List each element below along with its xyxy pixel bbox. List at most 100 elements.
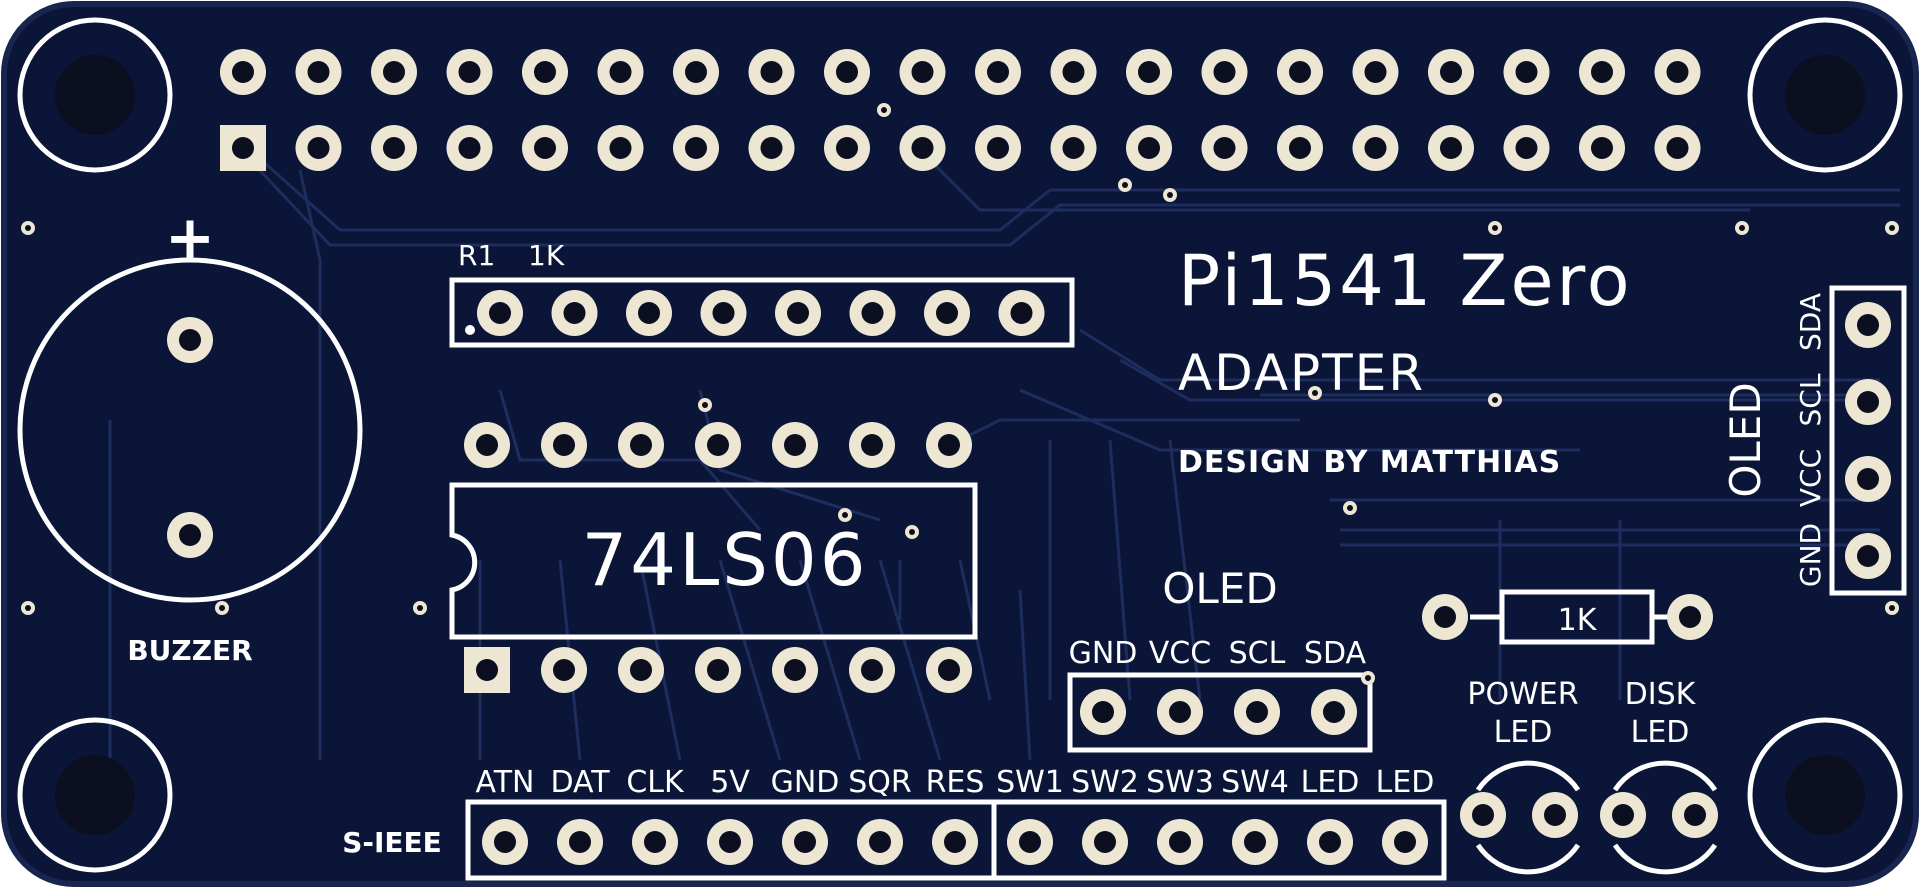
resistor-array-pad <box>775 290 821 336</box>
bus-pin-label: ATN <box>476 765 535 800</box>
via <box>698 398 712 412</box>
bus-pin-label: CLK <box>626 765 685 800</box>
bus-connector-pad <box>557 819 603 865</box>
switch-pin-label: SW4 <box>1221 765 1289 800</box>
via <box>1343 501 1357 515</box>
resistor-single-pads <box>1422 594 1713 640</box>
led-pad <box>1532 792 1578 838</box>
oled-bottom-footprint: OLED GND VCC SCL SDA <box>1067 564 1373 753</box>
switch-connector-pad <box>1307 819 1353 865</box>
switch-pin-label: SW3 <box>1146 765 1214 800</box>
oled-bottom-pad <box>1080 689 1126 735</box>
led-pads <box>1460 792 1718 838</box>
oled-right-pin-gnd: GND <box>1794 523 1827 587</box>
board-credit: DESIGN BY MATTHIAS <box>1178 445 1561 480</box>
gpio-pad <box>295 125 342 171</box>
buzzer-label: BUZZER <box>127 634 252 667</box>
switch-connector-pad <box>1157 819 1203 865</box>
disk-led-footprint: DISK LED <box>1612 677 1718 875</box>
gpio-pad <box>1126 125 1172 171</box>
ic-pad <box>695 422 741 468</box>
mounting-hole <box>1747 17 1903 173</box>
led-pad <box>1600 792 1646 838</box>
gpio-pad <box>597 125 644 171</box>
resistor-array-value: 1K <box>528 239 565 272</box>
resistor-array-pads <box>477 290 1045 336</box>
gpio-pad <box>1126 49 1172 95</box>
disk-led-label-line2: LED <box>1631 715 1690 750</box>
oled-bottom-title: OLED <box>1162 564 1277 613</box>
oled-right-pad <box>1845 379 1891 425</box>
oled-right-outline <box>1829 285 1907 596</box>
gpio-pad <box>673 125 719 171</box>
gpio-pad <box>1277 125 1323 171</box>
mounting-hole <box>17 17 173 173</box>
gpio-pad <box>1201 49 1248 95</box>
gpio-pad <box>1428 125 1474 171</box>
oled-bottom-pad <box>1311 689 1357 735</box>
oled-right-pads <box>1845 302 1891 579</box>
gpio-pad <box>1050 125 1097 171</box>
led-pad <box>1460 792 1506 838</box>
gpio-pad <box>975 49 1021 95</box>
oled-right-footprint: OLED GND VCC SCL SDA <box>1721 285 1907 596</box>
switch-connector-pad <box>1232 819 1278 865</box>
ic-pad <box>695 647 741 693</box>
switch-connector-pad <box>1007 819 1053 865</box>
bottom-connector-pads <box>482 819 1428 865</box>
bus-connector-pad <box>707 819 753 865</box>
resistor-array-pin1-marker <box>465 325 475 335</box>
via <box>215 601 229 615</box>
switch-pin-label: SW1 <box>996 765 1064 800</box>
resistor-single-pad <box>1667 594 1713 640</box>
gpio-pad-1 <box>220 125 266 171</box>
via <box>21 221 35 235</box>
resistor-array-pad <box>924 290 970 336</box>
oled-right-pad <box>1845 456 1891 502</box>
gpio-pad <box>975 125 1021 171</box>
oled-bottom-pin-sda: SDA <box>1304 636 1367 671</box>
bus-pin-label: 5V <box>710 765 750 800</box>
via <box>413 601 427 615</box>
switch-pin-label: LED <box>1301 765 1360 800</box>
gpio-pad <box>1503 49 1550 95</box>
ic-footprint: 74LS06 <box>449 482 978 640</box>
ic-pad <box>541 422 587 468</box>
ic-pad <box>772 422 818 468</box>
resistor-array-footprint: R1 1K <box>449 239 1075 348</box>
via <box>1118 178 1132 192</box>
switch-connector-pad <box>1082 819 1128 865</box>
via <box>877 103 891 117</box>
ic-pad <box>849 647 895 693</box>
power-led-outline <box>1475 760 1581 875</box>
switch-pin-label: SW2 <box>1071 765 1139 800</box>
power-led-label-line1: POWER <box>1467 677 1578 712</box>
resistor-array-pad <box>700 290 747 336</box>
gpio-pad <box>1352 125 1399 171</box>
resistor-single-footprint: 1K <box>1470 589 1682 645</box>
gpio-pad <box>371 125 417 171</box>
gpio-pad <box>748 49 795 95</box>
gpio-pad <box>1201 125 1248 171</box>
via <box>1163 188 1177 202</box>
ic-pad <box>849 422 895 468</box>
oled-bottom-pad <box>1157 689 1203 735</box>
gpio-pad <box>522 49 568 95</box>
vias <box>21 103 1899 685</box>
gpio-pad <box>748 125 795 171</box>
gpio-pad <box>597 49 644 95</box>
ic-pad <box>618 647 664 693</box>
gpio-pad <box>1503 125 1550 171</box>
gpio-pad <box>295 49 342 95</box>
bus-pin-label: RES <box>926 765 985 800</box>
oled-bottom-pin-scl: SCL <box>1229 636 1286 671</box>
buzzer-outline <box>17 257 363 603</box>
bus-connector-footprint: S-IEEE <box>342 799 1447 881</box>
gpio-pad <box>1579 125 1625 171</box>
switch-pin-label: LED <box>1376 765 1435 800</box>
via <box>1488 393 1502 407</box>
gpio-pad <box>371 49 417 95</box>
resistor-array-pad <box>626 290 672 336</box>
via <box>1488 221 1502 235</box>
